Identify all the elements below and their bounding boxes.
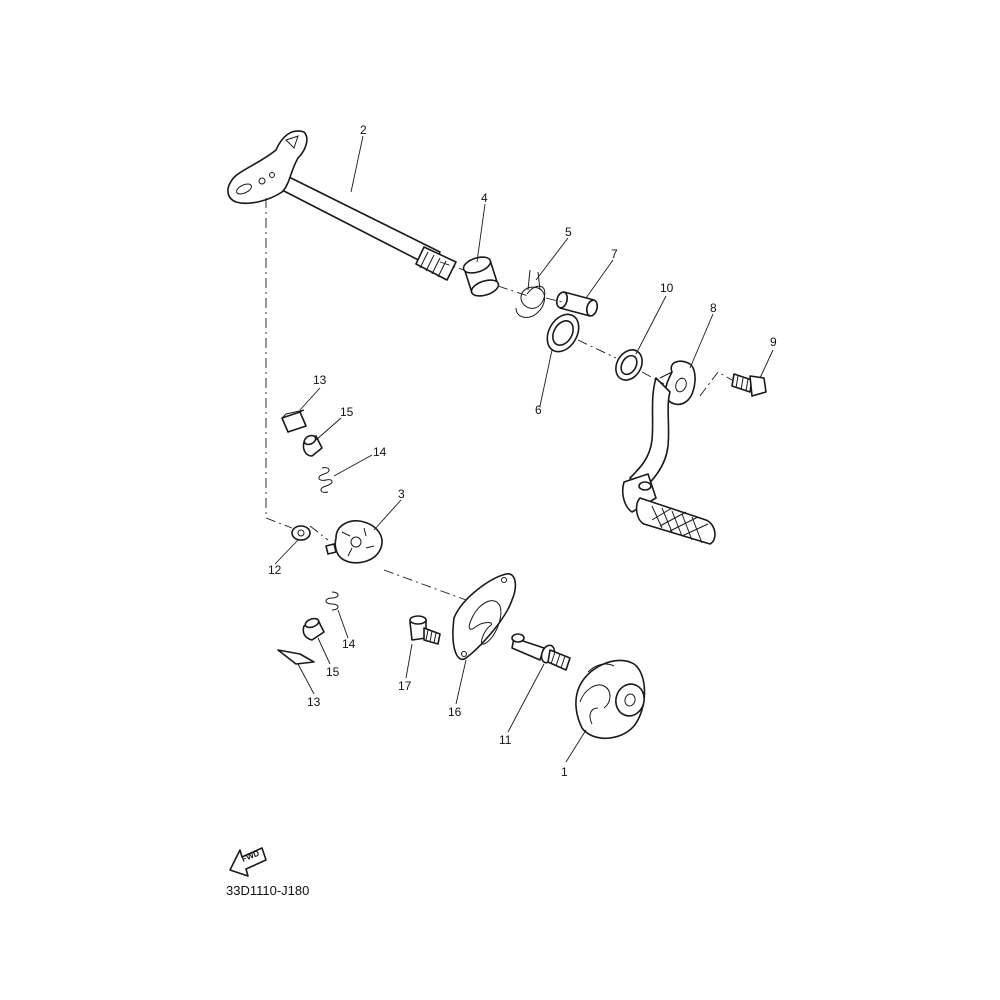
stopper-upper-15 [302, 434, 323, 457]
callout-8: 8 [710, 301, 717, 315]
callout-10: 10 [660, 281, 674, 295]
callout-11: 11 [499, 733, 512, 747]
callout-13-upper: 13 [313, 373, 327, 387]
collar-bush [462, 256, 500, 297]
spring-upper-14 [318, 467, 333, 493]
callout-5: 5 [565, 225, 572, 239]
callout-6: 6 [535, 403, 542, 417]
washer [546, 313, 580, 353]
leader-lines [274, 135, 774, 763]
shift-pedal [621, 360, 716, 545]
stopper-lower-13 [277, 649, 315, 665]
diagram-code: 33D1110-J180 [226, 883, 310, 898]
callout-17: 17 [398, 679, 412, 693]
shift-drum-cam [575, 659, 646, 739]
callout-7: 7 [611, 247, 618, 261]
spring-lower-14 [325, 591, 339, 611]
callout-12: 12 [268, 563, 282, 577]
bolt-17 [409, 615, 441, 645]
callout-4: 4 [481, 191, 488, 205]
fwd-arrow-icon: FWD [229, 847, 267, 877]
shift-shaft [227, 130, 457, 281]
torsion-spring [515, 269, 546, 318]
pin [555, 291, 599, 317]
callouts: 2 4 5 7 10 8 9 6 13 15 14 3 12 14 15 13 … [268, 123, 777, 779]
callout-13-lower: 13 [307, 695, 321, 709]
callout-15-lower: 15 [326, 665, 340, 679]
segment-bolt [291, 525, 311, 541]
stopper-lower-15 [302, 617, 325, 641]
alignment-lines [265, 198, 733, 601]
stud-bolt-11 [511, 633, 571, 671]
callout-1: 1 [561, 765, 568, 779]
stopper-upper-13 [281, 409, 307, 433]
callout-14-upper: 14 [373, 445, 387, 459]
callout-16: 16 [448, 705, 462, 719]
shift-segment [325, 520, 383, 564]
callout-3: 3 [398, 487, 405, 501]
callout-15-upper: 15 [340, 405, 354, 419]
callout-2: 2 [360, 123, 367, 137]
gasket-plate [452, 573, 517, 661]
oil-seal [615, 349, 643, 381]
callout-9: 9 [770, 335, 777, 349]
pedal-bolt [731, 373, 767, 397]
callout-14-lower: 14 [342, 637, 356, 651]
